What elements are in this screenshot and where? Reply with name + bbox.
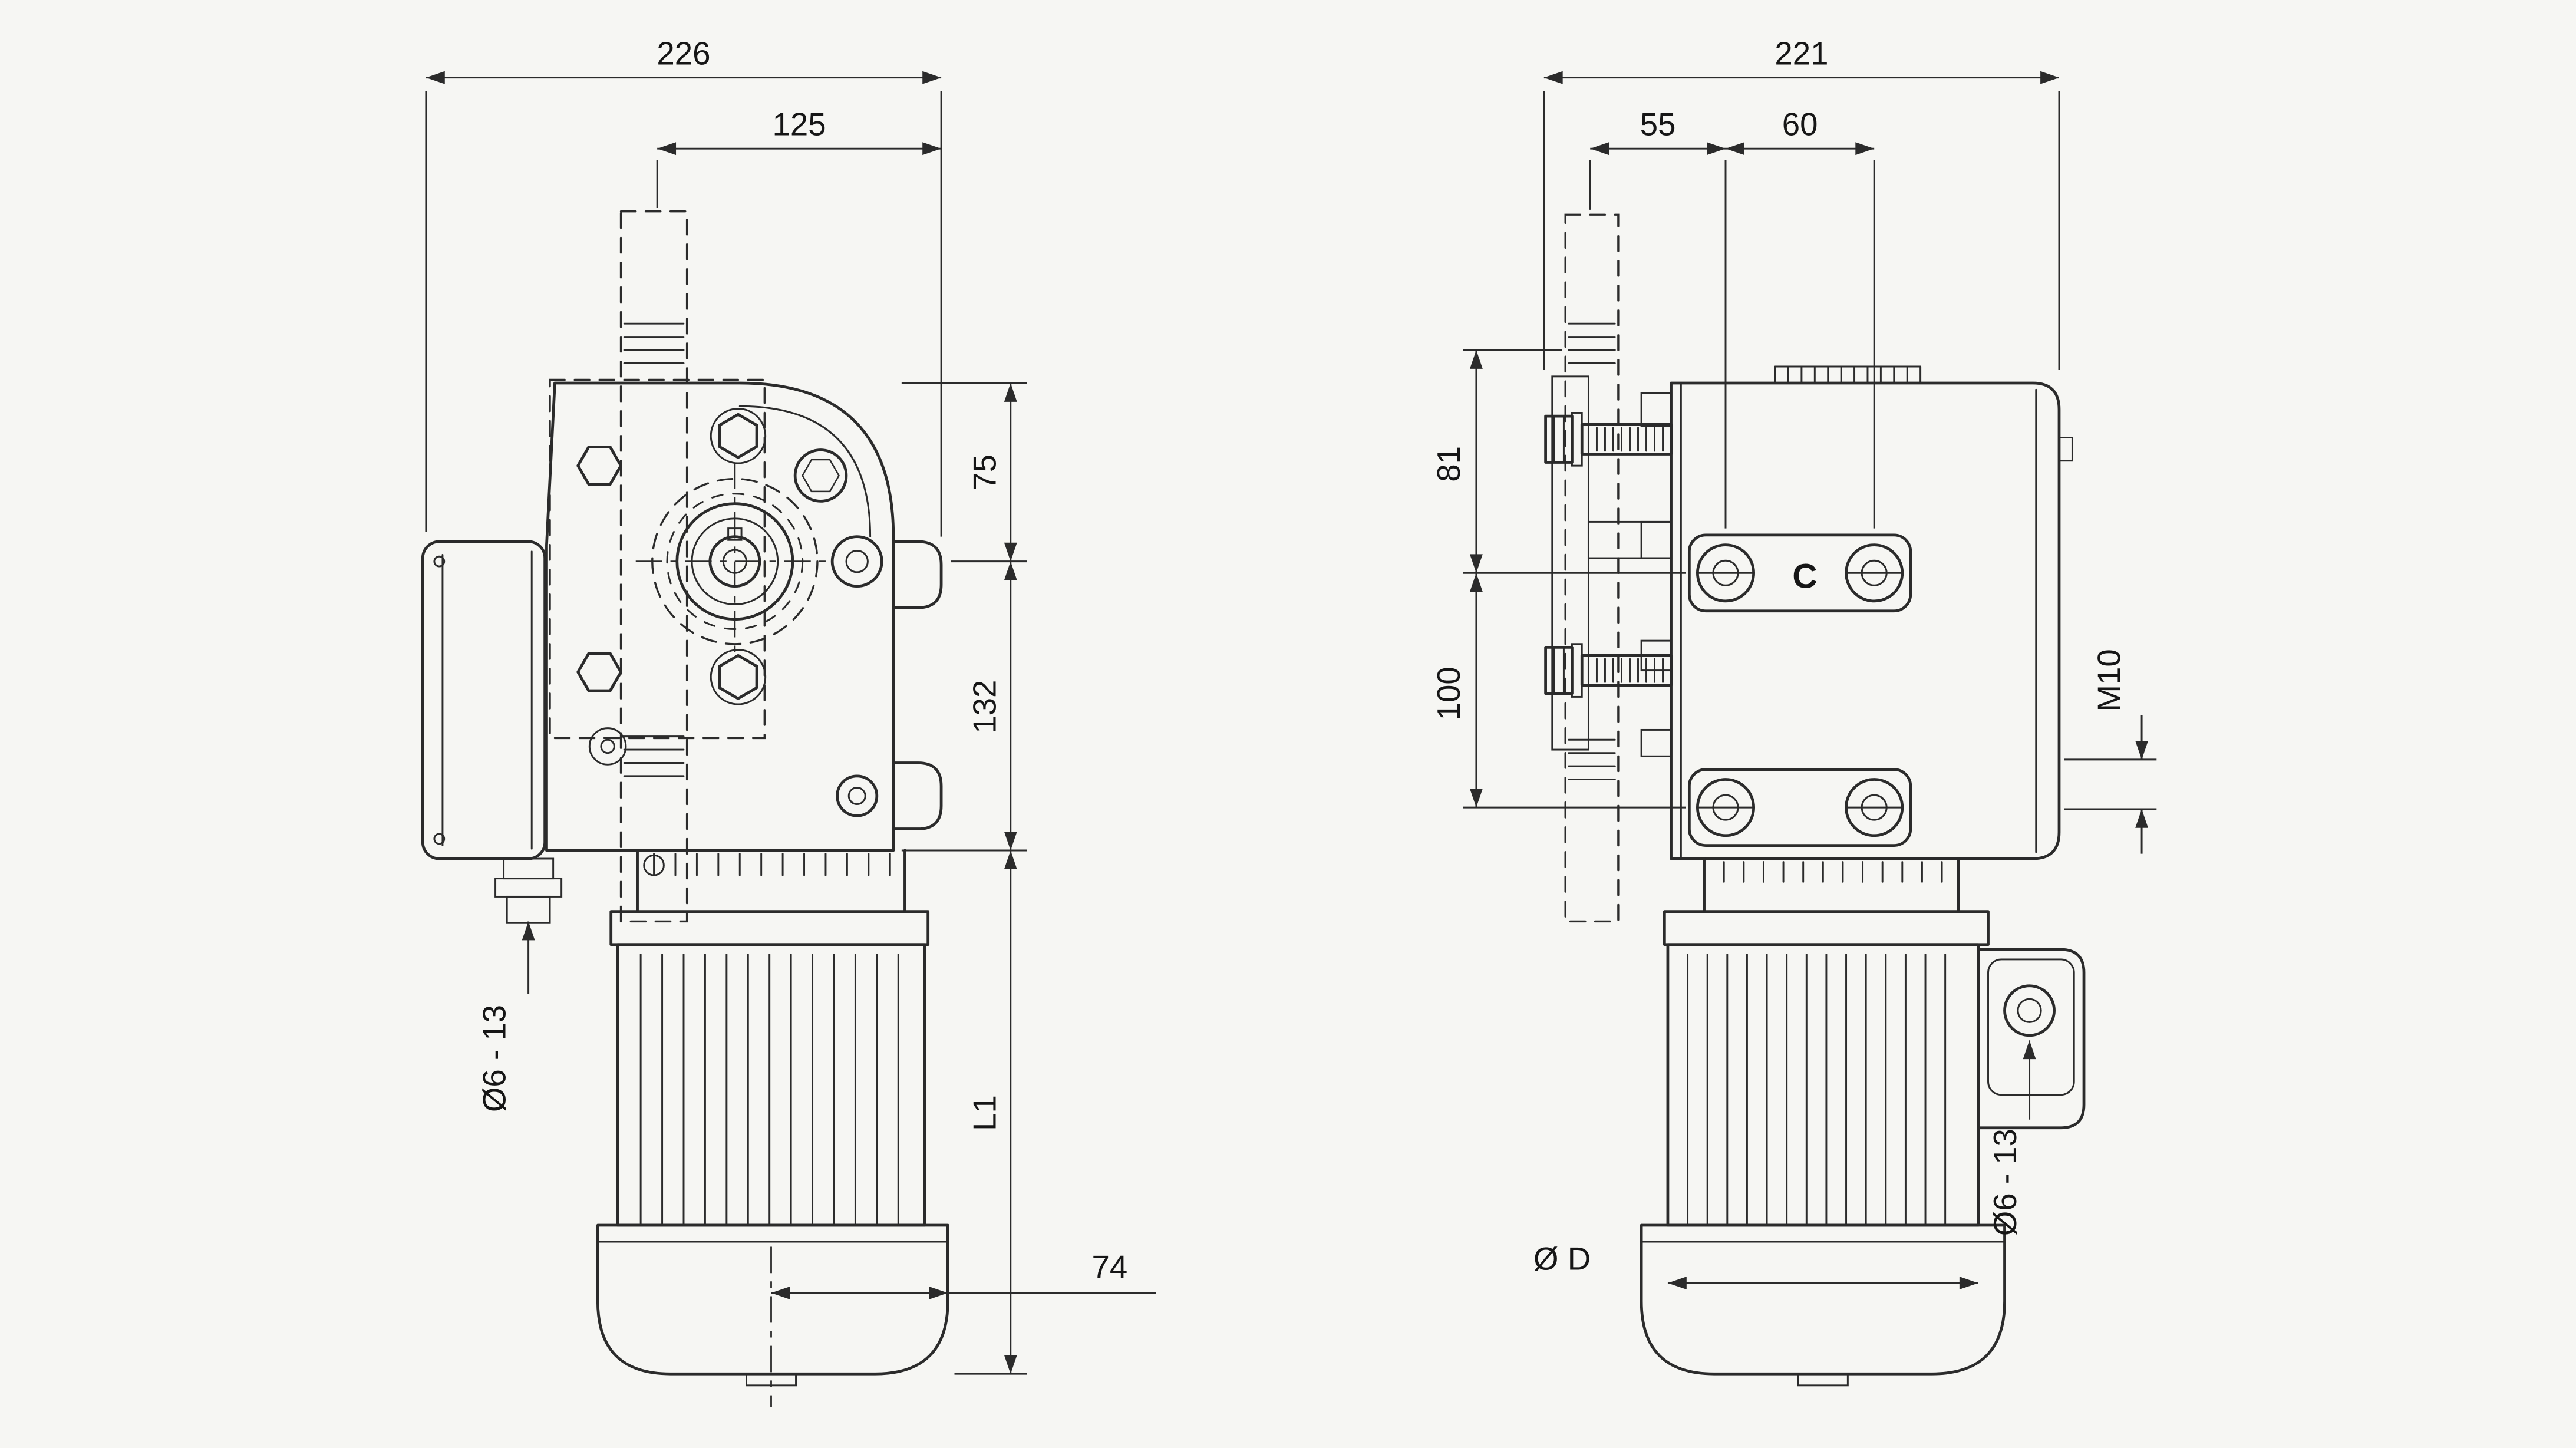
- motor-bell: [596, 1223, 949, 1376]
- center-mark-label: C: [1792, 557, 1817, 595]
- dim-label-motor-height: L1: [967, 1095, 1003, 1131]
- gearbox-housing: [545, 381, 943, 852]
- dim-label-lower-height: 100: [1431, 667, 1467, 720]
- front-view: 226 125 75 132 L1 74 Ø6 - 13: [421, 35, 1156, 1407]
- bolt-hex: [578, 447, 621, 484]
- motor-front: [596, 849, 949, 1407]
- dim-label-total-width: 226: [657, 35, 710, 71]
- terminal-box: [421, 540, 547, 860]
- motor-side: [1640, 857, 2006, 1387]
- dim-label-slot-size: Ø6 - 13: [476, 1005, 512, 1112]
- bolt-pads-upper: [1687, 533, 1912, 613]
- motor-bell-side: [1640, 1223, 2006, 1376]
- plug-bolt: [793, 448, 848, 503]
- chain-strip-hidden-side: [1564, 213, 1620, 923]
- top-ribs: [1774, 365, 1922, 384]
- bracket-slot-hole: [2003, 984, 2056, 1037]
- cable-gland: [494, 857, 563, 924]
- dim-label-thread-size: M10: [2092, 649, 2128, 711]
- tensioner-bolt-upper: [1544, 412, 1673, 467]
- side-view: C: [1431, 35, 2157, 1387]
- motor-flange-side: [1663, 910, 1990, 946]
- motor-flange: [609, 910, 930, 946]
- dim-label-mid-height: 132: [967, 680, 1003, 734]
- dim-label-shaft-offset: 74: [1092, 1249, 1128, 1285]
- dim-label-top-height: 75: [967, 454, 1003, 490]
- dim-label-bolt-spacing: 60: [1782, 107, 1818, 143]
- cooling-fins-side: [1687, 954, 1947, 1226]
- mounting-plate-hidden: [549, 378, 766, 740]
- front-dimensions: 226 125 75 132 L1 74 Ø6 - 13: [425, 35, 1156, 1375]
- sprocket-centerlines: [635, 462, 834, 661]
- gearbox-body-side: C: [1640, 365, 2073, 860]
- dim-label-plate-width: 125: [773, 107, 826, 143]
- dim-label-chain-offset: 55: [1640, 107, 1676, 143]
- dim-label-upper-height: 81: [1431, 446, 1467, 482]
- dim-label-slot-size-side: Ø6 - 13: [1987, 1129, 2023, 1236]
- dim-label-motor-diameter: Ø D: [1533, 1241, 1591, 1277]
- cooling-fins: [639, 954, 899, 1226]
- sprocket: [635, 462, 834, 661]
- dim-label-total-width-side: 221: [1774, 35, 1828, 71]
- side-dimensions: 221 55 60 81 100 M10 Ø6 - 13 Ø D: [1431, 35, 2157, 1290]
- motor-fin-body: [616, 943, 926, 1227]
- motor-fin-body-side: [1666, 943, 1980, 1227]
- terminal-bracket: [1977, 948, 2086, 1130]
- bolt-hex: [578, 654, 621, 691]
- mount-boss-hole: [830, 535, 883, 588]
- bolt-pads-lower: [1687, 768, 1912, 847]
